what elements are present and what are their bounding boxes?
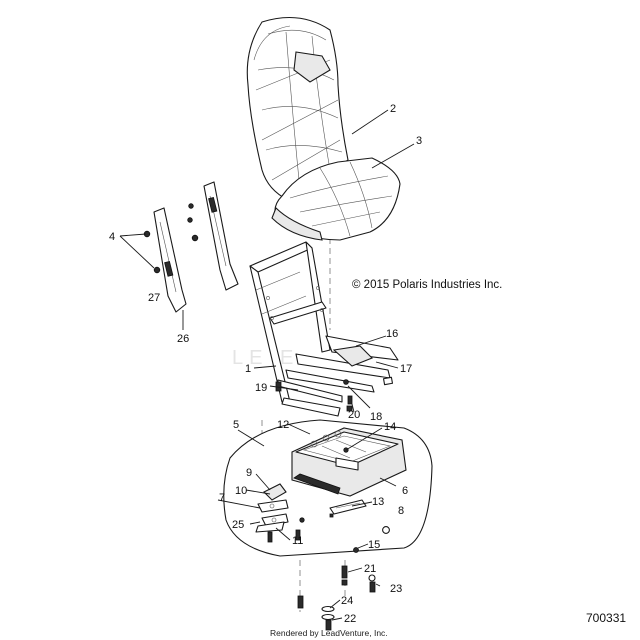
callout-10: 10: [235, 485, 247, 497]
callout-16: 16: [386, 328, 398, 340]
leader-lines: [119, 109, 415, 621]
base-hardware: [267, 526, 390, 553]
slider-rail-assembly: [285, 335, 399, 393]
rendered-by-credit: Rendered by LeadVenture, Inc.: [270, 628, 388, 638]
latch-assembly: [255, 483, 305, 537]
callout-18: 18: [370, 411, 382, 423]
callout-25: 25: [232, 519, 244, 531]
mounting-bolts: [297, 565, 376, 631]
callout-8: 8: [398, 505, 404, 517]
callout-19: 19: [255, 382, 267, 394]
side-trim-panel-rear: [203, 181, 239, 291]
callout-5: 5: [233, 419, 239, 431]
callout-6: 6: [402, 485, 408, 497]
callout-15: 15: [368, 539, 380, 551]
callout-7: 7: [219, 492, 225, 504]
callout-12: 12: [277, 419, 289, 431]
callout-27: 27: [148, 292, 160, 304]
callout-2: 2: [390, 103, 396, 115]
callout-3: 3: [416, 135, 422, 147]
callout-14: 14: [384, 421, 396, 433]
copyright-notice: © 2015 Polaris Industries Inc.: [352, 279, 502, 291]
diagram-number: 700331: [586, 611, 626, 625]
callout-labels: 2 3 4 27 26 16 1 17 19 20 18 5 12 14 9 6…: [109, 103, 422, 625]
callout-11: 11: [292, 535, 303, 547]
callout-13: 13: [372, 496, 384, 508]
callout-23: 23: [390, 583, 402, 595]
callout-17: 17: [400, 363, 412, 375]
seat-back: [246, 17, 349, 201]
slider-bracket: [329, 499, 367, 518]
callout-24: 24: [341, 595, 353, 607]
callout-20: 20: [348, 409, 360, 421]
seat-frame: [249, 241, 343, 417]
leadventure-watermark: LE E: [232, 347, 299, 369]
callout-26: 26: [177, 333, 189, 345]
callout-4: 4: [109, 231, 115, 243]
callout-22: 22: [344, 613, 356, 625]
seat-bottom: [271, 157, 401, 241]
callout-1: 1: [245, 363, 251, 375]
trim-fasteners: [143, 203, 199, 274]
callout-9: 9: [246, 467, 252, 479]
callout-21: 21: [364, 563, 376, 575]
frame-hardware: [275, 381, 353, 412]
side-trim-panel-front: [153, 207, 187, 313]
